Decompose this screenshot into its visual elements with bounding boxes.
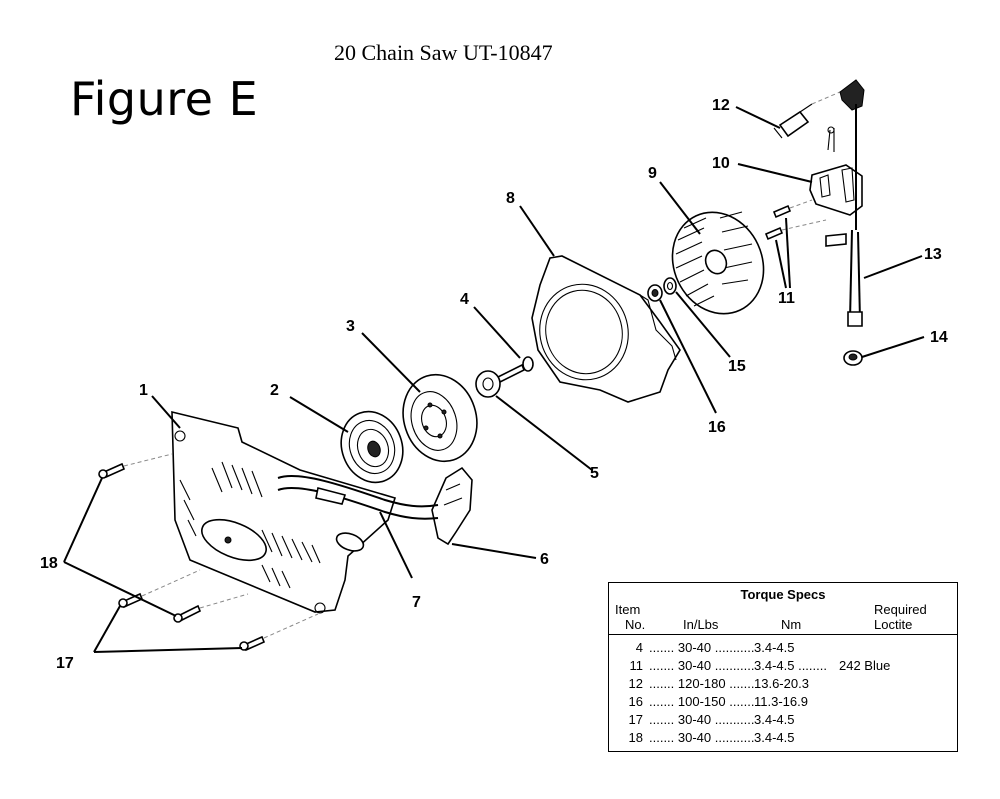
torque-rows: 4 ....... 30-40 ........... 3.4-4.5 11 .… — [609, 639, 957, 747]
header-loctite: Loctite — [874, 617, 913, 632]
callout-14: 14 — [930, 329, 948, 346]
header-item: Item — [615, 602, 641, 617]
table-row: 16 ....... 100-150 ....... 11.3-16.9 — [609, 693, 957, 711]
callout-15: 15 — [728, 358, 746, 375]
header-nm: Nm — [781, 617, 802, 632]
header-item-no: No. — [625, 617, 646, 632]
part-5-washer — [475, 370, 501, 398]
callout-8: 8 — [506, 190, 515, 207]
row-item: 18 — [628, 730, 643, 745]
row-item: 11 — [629, 658, 644, 673]
row-inlbs: ....... 30-40 ........... — [649, 712, 755, 727]
header-inlbs: In/Lbs — [683, 617, 719, 632]
callout-10: 10 — [712, 155, 730, 172]
row-item: 4 — [635, 640, 643, 655]
callout-12: 12 — [712, 97, 730, 114]
part-1-starter-housing — [171, 410, 397, 614]
figure-label: Figure E — [70, 72, 259, 126]
row-nm: 3.4-4.5 — [754, 730, 795, 745]
row-loctite: 242 Blue — [839, 658, 891, 673]
alignment-lines — [123, 199, 827, 639]
part-12-spark-plug — [773, 91, 841, 139]
callout-16: 16 — [708, 419, 726, 436]
row-inlbs: ....... 100-150 ....... — [649, 694, 755, 709]
callout-11: 11 — [778, 290, 795, 307]
table-row: 17 ....... 30-40 ........... 3.4-4.5 — [609, 711, 957, 729]
callout-9: 9 — [648, 165, 657, 182]
part-6-starter-handle — [431, 466, 473, 546]
callout-3: 3 — [346, 318, 355, 335]
callout-1: 1 — [139, 382, 148, 399]
part-13-ignition-wire — [825, 79, 865, 327]
row-nm: 3.4-4.5 — [754, 640, 795, 655]
table-row: 18 ....... 30-40 ........... 3.4-4.5 — [609, 729, 957, 747]
row-item: 12 — [628, 676, 643, 691]
row-nm: 3.4-4.5 ........ — [754, 658, 827, 673]
callout-7: 7 — [412, 594, 421, 611]
callout-18: 18 — [40, 555, 58, 572]
part-10-ignition-module — [809, 126, 863, 216]
document-title: 20 Chain Saw UT-10847 — [334, 40, 553, 65]
row-inlbs: ....... 30-40 ........... — [649, 658, 755, 673]
callout-5: 5 — [590, 465, 599, 482]
row-inlbs: ....... 30-40 ........... — [649, 730, 755, 745]
row-nm: 13.6-20.3 — [754, 676, 809, 691]
header-required: Required — [874, 602, 927, 617]
part-14-nut — [843, 350, 863, 366]
row-nm: 11.3-16.9 — [754, 694, 808, 709]
row-nm: 3.4-4.5 — [754, 712, 795, 727]
callout-4: 4 — [460, 291, 469, 308]
row-item: 16 — [628, 694, 643, 709]
callout-17: 17 — [56, 655, 74, 672]
part-4-screw — [496, 356, 534, 384]
torque-specs-table: Torque Specs Item No. In/Lbs Nm Required… — [608, 582, 958, 752]
table-row: 12 ....... 120-180 ....... 13.6-20.3 — [609, 675, 957, 693]
row-inlbs: ....... 30-40 ........... — [649, 640, 755, 655]
row-inlbs: ....... 120-180 ....... — [649, 676, 755, 691]
part-3-pulley — [402, 373, 478, 463]
header-divider — [609, 634, 957, 635]
part-7-starter-rope — [277, 475, 439, 520]
part-11-screws — [764, 204, 792, 241]
part-9-flywheel — [671, 211, 765, 315]
torque-table-title: Torque Specs — [740, 587, 826, 602]
callout-6: 6 — [540, 551, 549, 568]
table-row: 11 ....... 30-40 ........... 3.4-4.5 ...… — [609, 657, 957, 675]
row-item: 17 — [628, 712, 643, 727]
part-16-nut — [647, 284, 663, 302]
part-2-rewind-spring — [340, 410, 404, 484]
part-15-washer — [663, 277, 677, 295]
callout-2: 2 — [270, 382, 279, 399]
part-8-fan-housing — [531, 255, 681, 403]
leader-lines — [63, 106, 925, 653]
table-row: 4 ....... 30-40 ........... 3.4-4.5 — [609, 639, 957, 657]
callout-numbers: 1 2 3 4 5 6 7 8 9 10 11 12 13 14 15 16 1… — [40, 97, 948, 672]
callout-13: 13 — [924, 246, 942, 263]
